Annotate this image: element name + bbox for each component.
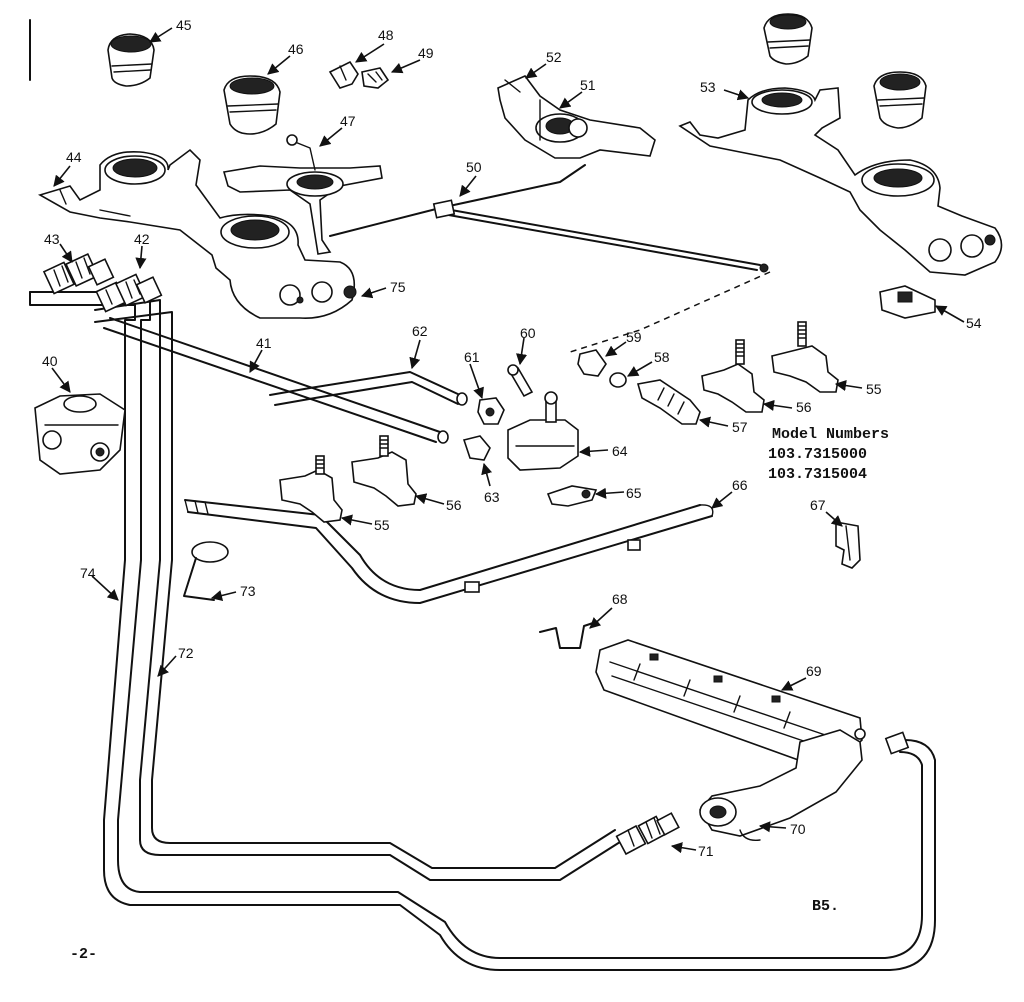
burner-assembly-44 — [37, 148, 357, 319]
callout-40: 40 — [42, 353, 58, 369]
callout-49: 49 — [418, 45, 434, 61]
valve-56-right — [701, 339, 765, 413]
bracket-67 — [835, 521, 861, 569]
manifold-66 — [184, 499, 714, 604]
dashed-link — [569, 271, 771, 353]
nut-58 — [609, 372, 627, 388]
callout-69: 69 — [806, 663, 822, 679]
screw-49 — [361, 67, 390, 89]
valve-55-right — [771, 321, 839, 393]
callout-55-center: 55 — [374, 517, 390, 533]
orifice-71 — [615, 812, 680, 856]
callout-59: 59 — [626, 329, 642, 345]
screw-60 — [507, 364, 534, 398]
callout-56-right: 56 — [796, 399, 812, 415]
callout-74: 74 — [80, 565, 96, 581]
cap-59 — [577, 349, 607, 377]
burner-head-45 — [107, 33, 155, 87]
tube-41 — [103, 317, 449, 444]
callout-62: 62 — [412, 323, 428, 339]
callout-68: 68 — [612, 591, 628, 607]
callout-45: 45 — [176, 17, 192, 33]
model-numbers-block: Model Numbers 103.7315000 103.7315004 — [768, 426, 889, 483]
callout-46: 46 — [288, 41, 304, 57]
callout-50: 50 — [466, 159, 482, 175]
model-number-1: 103.7315000 — [768, 446, 867, 463]
gas-tube-74 — [29, 291, 936, 971]
callout-63: 63 — [484, 489, 500, 505]
callout-72: 72 — [178, 645, 194, 661]
callout-71: 71 — [698, 843, 714, 859]
burner-assembly-53 — [678, 87, 1003, 276]
callout-60: 60 — [520, 325, 536, 341]
page-number: -2- — [70, 946, 97, 963]
thermostat-64 — [507, 391, 579, 471]
clip-48 — [328, 60, 359, 89]
callout-66: 66 — [732, 477, 748, 493]
tube-50 — [329, 164, 769, 273]
callout-labels: 45 46 48 49 47 50 51 52 53 44 43 42 75 5… — [42, 17, 982, 859]
callout-41: 41 — [256, 335, 272, 351]
callout-57: 57 — [732, 419, 748, 435]
gas-tube-72 — [94, 299, 621, 881]
callout-53: 53 — [700, 79, 716, 95]
clip-65 — [546, 485, 598, 507]
bracket-54 — [879, 285, 936, 319]
fitting-61 — [477, 397, 505, 425]
callout-52: 52 — [546, 49, 562, 65]
callout-75: 75 — [390, 279, 406, 295]
callout-58: 58 — [654, 349, 670, 365]
callout-44: 44 — [66, 149, 82, 165]
callout-47: 47 — [340, 113, 356, 129]
callout-42: 42 — [134, 231, 150, 247]
callout-65: 65 — [626, 485, 642, 501]
callout-48: 48 — [378, 27, 394, 43]
figure-code: B5. — [812, 898, 839, 915]
callout-51: 51 — [580, 77, 596, 93]
model-numbers-heading: Model Numbers — [772, 426, 889, 443]
rod-62 — [269, 371, 468, 406]
callout-55-right: 55 — [866, 381, 882, 397]
orifice-57 — [636, 379, 701, 425]
callout-67: 67 — [810, 497, 826, 513]
fitting-63 — [462, 435, 491, 461]
fitting-42 — [95, 273, 163, 313]
valve-56-center — [351, 435, 417, 507]
callout-70: 70 — [790, 821, 806, 837]
burner-head-46 — [223, 75, 281, 135]
callout-56-center: 56 — [446, 497, 462, 513]
pressure-regulator-40 — [34, 393, 126, 475]
callout-arrows — [51, 27, 965, 854]
fitting-43 — [42, 252, 115, 295]
callout-54: 54 — [966, 315, 982, 331]
venturi-70 — [699, 728, 866, 841]
model-number-2: 103.7315004 — [768, 466, 867, 483]
wire-68 — [539, 621, 597, 649]
burner-valve-47 — [222, 134, 383, 255]
callout-73: 73 — [240, 583, 256, 599]
burner-head-top-right-2 — [873, 71, 927, 129]
callout-64: 64 — [612, 443, 628, 459]
callout-43: 43 — [44, 231, 60, 247]
bracket-73 — [183, 541, 229, 601]
callout-61: 61 — [464, 349, 480, 365]
burner-valve-51 — [497, 75, 656, 159]
burner-head-top-right-1 — [763, 13, 813, 65]
